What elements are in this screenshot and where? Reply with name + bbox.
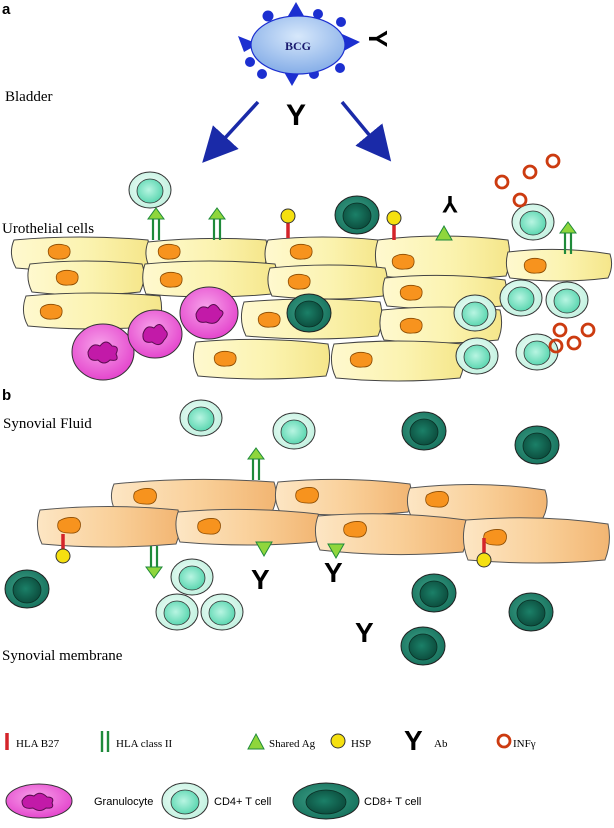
cd4-cell-icon [179, 399, 223, 437]
cd8-cell-icon [514, 425, 560, 465]
cd4-cell-icon [272, 412, 316, 450]
hla-class-ii-icon [144, 544, 164, 580]
left-arrow-icon [202, 100, 260, 163]
cd8-cell-icon [400, 626, 446, 666]
antibody-icon: Y [355, 617, 374, 648]
legend-infg-label: INFγ [513, 738, 536, 750]
cd4-cell-icon [511, 203, 555, 241]
panel-b-letter: b [2, 387, 11, 404]
hla-class-ii-icon [246, 446, 266, 482]
antibody-icon: Y [286, 99, 306, 132]
legend-shared-ag-label: Shared Ag [269, 738, 316, 750]
panel-a-letter: a [2, 1, 11, 18]
cd4-cell-icon [455, 337, 499, 375]
shared-ag-icon [327, 543, 345, 560]
shared-ag-icon [247, 732, 265, 750]
cd4-cell-icon [545, 281, 589, 319]
cd4-cell-icon [128, 171, 172, 209]
antibody-icon: Y [442, 190, 458, 217]
panel-b: b Synovial Fluid [2, 387, 610, 666]
hsp-icon [279, 207, 297, 240]
cd4-cell-icon [499, 279, 543, 317]
legend-hsp: HSP [330, 733, 371, 750]
legend-ab-label: Ab [434, 738, 448, 750]
cd4-cell-icon [200, 593, 244, 631]
antibody-icon: Y [363, 30, 393, 47]
legend-shared-ag: Shared Ag [247, 732, 316, 750]
infg-icon [496, 733, 512, 749]
cd8-cell-icon [286, 293, 332, 333]
legend-granulocyte-label: Granulocyte [94, 796, 153, 808]
legend-cd8: CD8+ T cell [292, 782, 421, 820]
infg-rings-top [494, 153, 561, 208]
legend-hla-b27: HLA B27 [5, 733, 60, 750]
legend-hla-class-ii: HLA class II [100, 731, 173, 752]
cd4-cell-icon [155, 593, 199, 631]
hla-class-ii-icon [146, 206, 166, 242]
cd4-cell-icon [170, 558, 214, 596]
cd8-cell-icon [401, 411, 447, 451]
synovial-layer [36, 478, 610, 564]
legend-cd8-label: CD8+ T cell [364, 796, 421, 808]
hla-class-ii-icon [207, 206, 227, 242]
legend-infg: INFγ [496, 733, 536, 750]
synovial-membrane-label: Synovial membrane [2, 648, 123, 664]
antibody-icon: Y [251, 564, 270, 595]
legend-ab: Y Ab [404, 725, 448, 756]
cd8-cell-icon [411, 573, 457, 613]
hsp-icon [385, 209, 403, 242]
legend-hla-class-ii-label: HLA class II [116, 738, 173, 750]
shared-ag-icon [255, 541, 273, 558]
antibody-icon: Y [324, 557, 343, 588]
cd8-cell-icon [334, 195, 380, 235]
legend-hla-b27-label: HLA B27 [16, 738, 60, 750]
cd8-cell-icon [4, 569, 50, 609]
legend-granulocyte: Granulocyte [5, 783, 153, 819]
shared-ag-icon [435, 224, 453, 241]
right-arrow-icon [340, 100, 392, 162]
urothelial-label: Urothelial cells [2, 221, 94, 237]
cd8-cell-icon [508, 592, 554, 632]
synovial-fluid-label: Synovial Fluid [3, 416, 92, 432]
hla-class-ii-icon [100, 731, 110, 752]
granulocytes [71, 286, 239, 381]
panel-a: a BCG Y Y Bladder [2, 1, 613, 382]
antibody-icon: Y [404, 725, 423, 756]
hsp-icon [330, 733, 346, 749]
bcg-bacterium: BCG [238, 2, 360, 86]
legend-cd4: CD4+ T cell [161, 782, 271, 820]
bcg-label: BCG [285, 39, 311, 53]
legend-cd4-label: CD4+ T cell [214, 796, 271, 808]
legend-hsp-label: HSP [351, 738, 371, 750]
legend: HLA B27 HLA class II Shared Ag HSP Y Ab … [5, 725, 536, 820]
bladder-label: Bladder [5, 89, 52, 105]
cd4-cell-icon [453, 294, 497, 332]
